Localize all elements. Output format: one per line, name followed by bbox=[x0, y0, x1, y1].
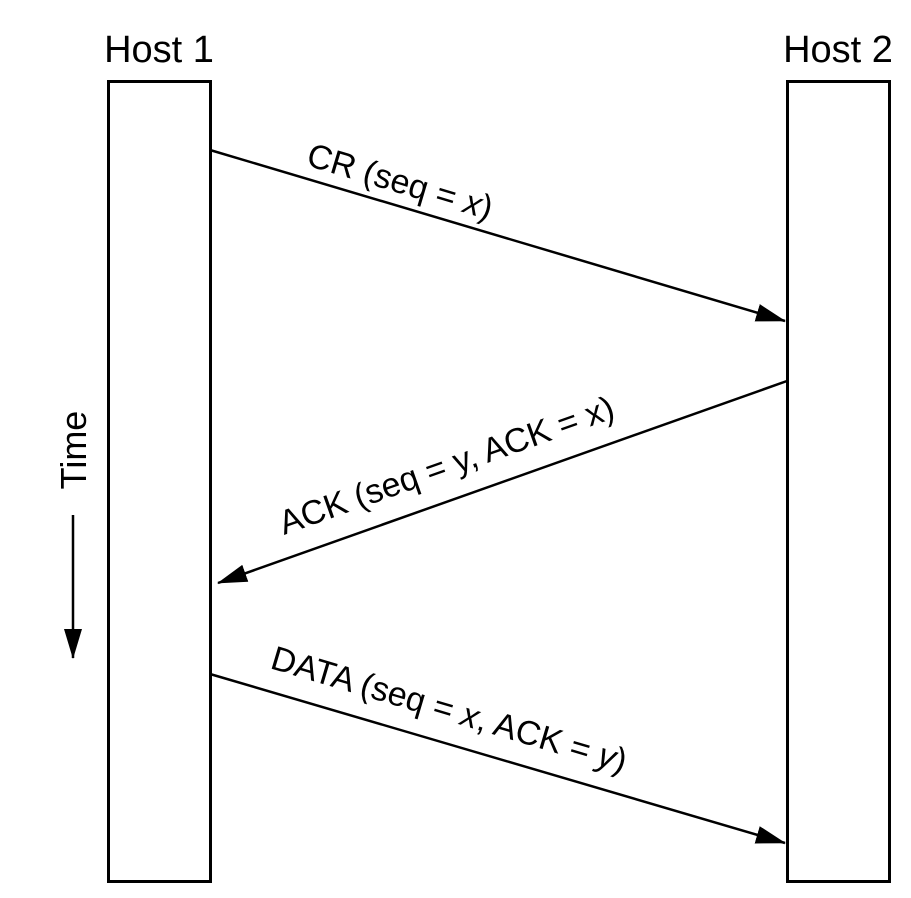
message-data: DATA (seq = x, ACK = y) bbox=[209, 639, 786, 845]
cr-text-prefix: CR (seq = bbox=[303, 136, 470, 219]
data-text-prefix: DATA (seq = bbox=[267, 639, 468, 732]
time-axis: Time bbox=[53, 411, 94, 659]
message-ack-label: ACK (seq = y, ACK = x) bbox=[274, 389, 619, 543]
message-ack: ACK (seq = y, ACK = x) bbox=[217, 379, 788, 585]
host2-timeline bbox=[786, 80, 891, 883]
message-ack-arrow bbox=[217, 379, 788, 585]
message-cr-label: CR (seq = x) bbox=[303, 136, 498, 227]
time-axis-label: Time bbox=[53, 411, 94, 490]
message-data-arrow bbox=[209, 672, 786, 845]
host1-timeline bbox=[107, 80, 212, 883]
message-cr-arrow bbox=[209, 148, 786, 323]
message-cr: CR (seq = x) bbox=[209, 136, 786, 323]
data-text-mid: , ACK = bbox=[473, 700, 604, 772]
host1-label: Host 1 bbox=[104, 29, 214, 71]
message-data-label: DATA (seq = x, ACK = y) bbox=[267, 639, 632, 780]
host2-label: Host 2 bbox=[783, 29, 893, 71]
